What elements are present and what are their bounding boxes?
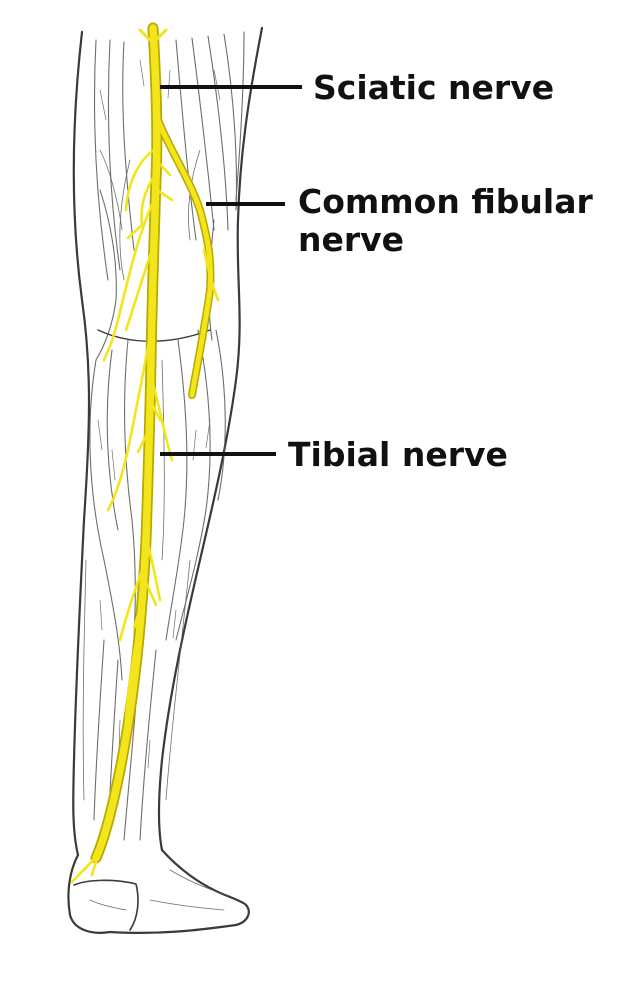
nerve-pathways: [70, 22, 220, 884]
common-fibular-nerve-label: Common fibular nerve: [298, 182, 593, 259]
tibial-nerve-label: Tibial nerve: [288, 435, 508, 474]
sciatic-fork: [138, 28, 168, 42]
nerve-branches: [70, 148, 220, 884]
common-fibular-nerve: [155, 117, 213, 398]
sciatic-nerve-label: Sciatic nerve: [313, 68, 555, 107]
sciatic-tibial-trunk: [92, 24, 161, 862]
leader-lines: [160, 85, 302, 456]
common-fibular-outline: [154, 116, 215, 399]
leg-outline: [67, 26, 264, 934]
